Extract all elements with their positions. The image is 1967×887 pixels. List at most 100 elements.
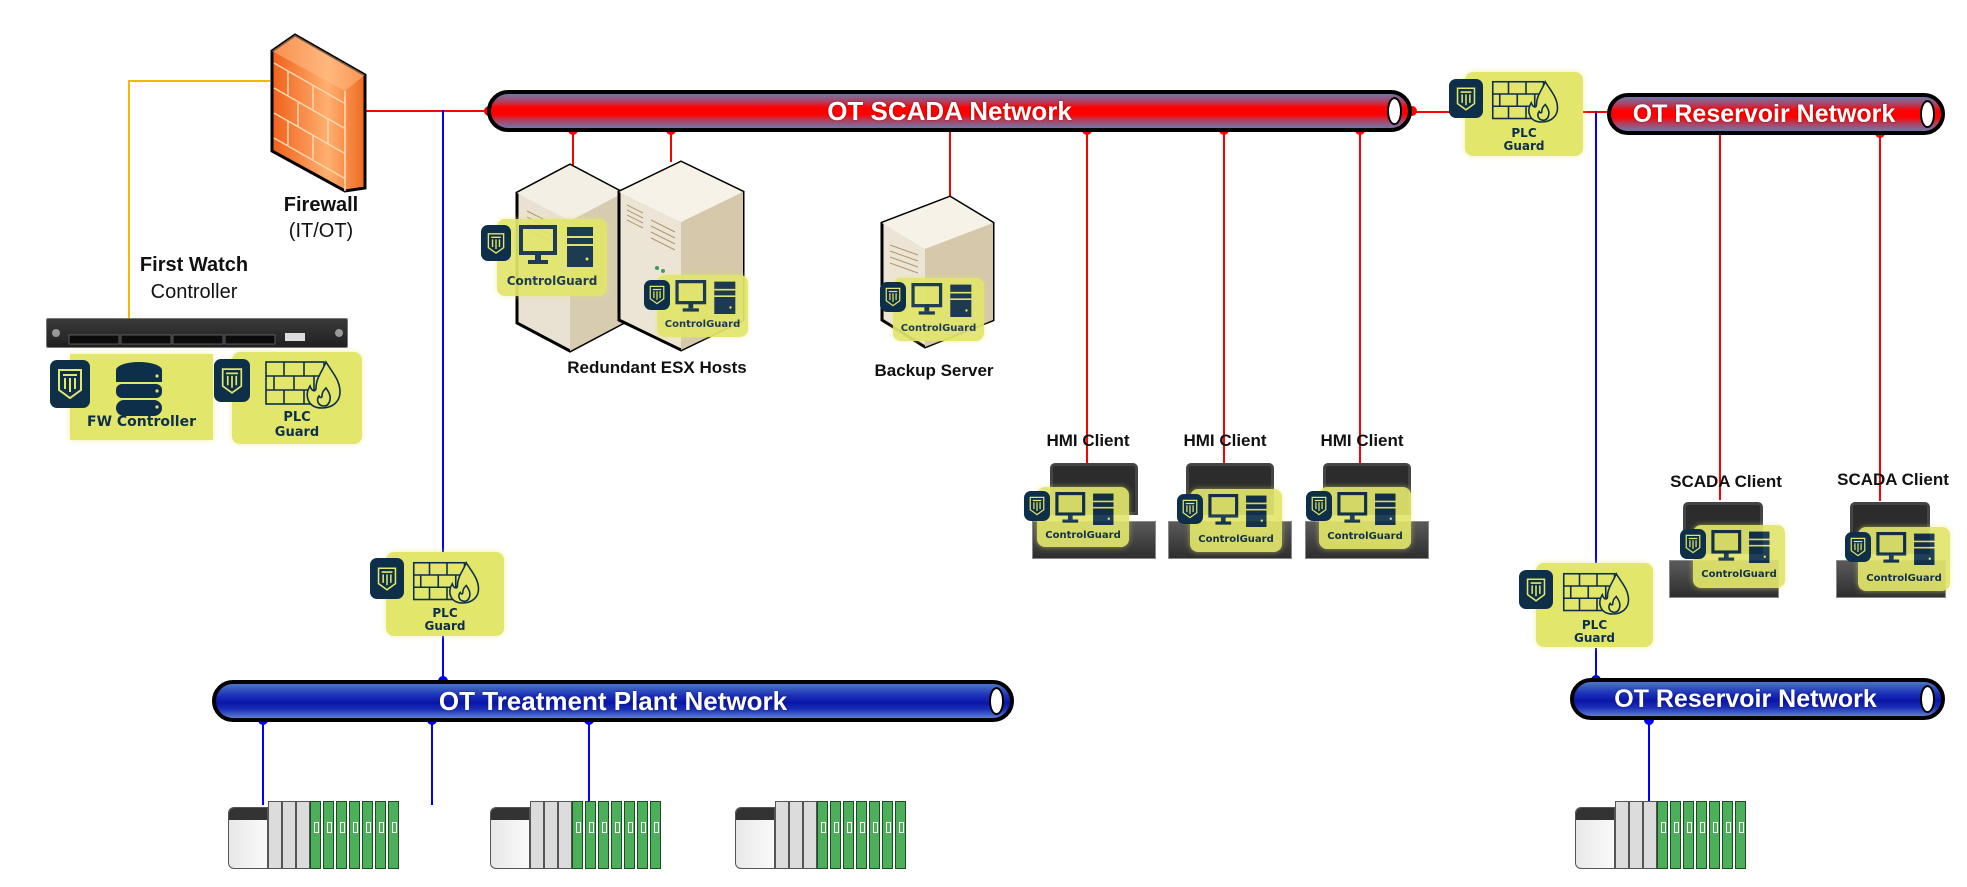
- plc3-link: [588, 720, 590, 805]
- fw-controller-badge[interactable]: FW Controller: [70, 354, 213, 440]
- computer-icon: [675, 280, 736, 314]
- controlguard-badge-hmi1[interactable]: ControlGuard: [1037, 487, 1129, 547]
- computer-icon: [911, 283, 972, 317]
- ot-scada-network-label: OT SCADA Network: [827, 95, 1072, 126]
- plc-rack-1[interactable]: [228, 797, 411, 872]
- computer-icon: [1876, 532, 1935, 565]
- ot-reservoir-network-top-pipe[interactable]: OT Reservoir Network: [1607, 93, 1945, 135]
- plc-power-supply: [1575, 807, 1615, 869]
- plc-io-module: [1696, 801, 1707, 869]
- controlguard-badge-esx2[interactable]: ControlGuard: [657, 275, 748, 337]
- backup-server-label: Backup Server: [874, 361, 994, 380]
- backup-link: [949, 128, 951, 198]
- shield-logo-icon: [1024, 491, 1050, 521]
- plc-rack-4[interactable]: [1575, 797, 1758, 872]
- firewall-icon: [270, 33, 367, 193]
- plc-io-module: [624, 801, 635, 869]
- shield-logo-icon: [1177, 494, 1203, 524]
- firewall-flame-icon: [265, 360, 341, 409]
- plc-guard-label-line2: Guard: [424, 619, 466, 633]
- it-link-horizontal: [128, 80, 270, 82]
- ot-reservoir-network-bottom-pipe[interactable]: OT Reservoir Network: [1570, 678, 1945, 720]
- controlguard-label: ControlGuard: [1866, 573, 1942, 584]
- treatment-uplink: [442, 110, 444, 680]
- plc-io-module: [650, 801, 661, 869]
- firewall-flame-icon: [412, 560, 480, 604]
- plc-guard-badge-fw[interactable]: PLC Guard: [232, 352, 362, 444]
- computer-icon: [1711, 530, 1770, 563]
- firewall-title: Firewall: [283, 194, 359, 216]
- shield-logo-icon: [1306, 491, 1332, 521]
- ot-scada-network-pipe[interactable]: OT SCADA Network: [487, 90, 1412, 132]
- plc-power-supply: [490, 807, 530, 869]
- plc-io-module: [1709, 801, 1720, 869]
- scada-plcguard-link: [1410, 111, 1465, 113]
- plc-cpu-module: [282, 801, 296, 869]
- plc4-dot: [1644, 715, 1654, 725]
- controlguard-label: ControlGuard: [664, 319, 741, 330]
- plc-io-module: [362, 801, 373, 869]
- plc-guard-label-line2: Guard: [1574, 631, 1615, 645]
- plc-rack-3[interactable]: [735, 797, 918, 872]
- plc-io-module: [1657, 801, 1668, 869]
- plc-cpu-module: [775, 801, 789, 869]
- plc-guard-badge-scada-reservoir[interactable]: PLC Guard: [1465, 72, 1583, 156]
- plc-io-module: [349, 801, 360, 869]
- plc-io-module: [637, 801, 648, 869]
- plc-cpu-module: [789, 801, 803, 869]
- computer-icon: [1055, 492, 1114, 525]
- shield-logo-icon: [370, 558, 404, 599]
- first-watch-title: First Watch: [139, 254, 249, 276]
- plc-cpu-module: [268, 801, 282, 869]
- plc-io-module: [882, 801, 893, 869]
- plc-cpu-module: [558, 801, 572, 869]
- hmi1-link: [1086, 130, 1088, 465]
- plc-guard-label-line1: PLC: [432, 606, 458, 620]
- plc-io-module: [1722, 801, 1733, 869]
- first-watch-subtitle: Controller: [150, 281, 238, 303]
- controlguard-badge-backup[interactable]: ControlGuard: [893, 278, 984, 341]
- controlguard-label: ControlGuard: [1198, 534, 1274, 545]
- computer-icon: [1208, 494, 1267, 527]
- hmi-client-label-2: HMI Client: [1183, 431, 1267, 450]
- controlguard-badge-hmi2[interactable]: ControlGuard: [1190, 489, 1282, 552]
- plc-guard-label-line2: Guard: [1503, 139, 1545, 153]
- plc-io-module: [585, 801, 596, 869]
- plc-io-module: [336, 801, 347, 869]
- scada-client2-link: [1879, 133, 1881, 501]
- plc-io-module: [843, 801, 854, 869]
- plc-cpu-module: [530, 801, 544, 869]
- it-link-vertical: [128, 80, 130, 318]
- ot-treatment-plant-network-pipe[interactable]: OT Treatment Plant Network: [212, 680, 1014, 722]
- plc-guard-badge-treatment[interactable]: PLC Guard: [386, 552, 504, 636]
- plc-power-supply: [228, 807, 268, 869]
- firewall-device[interactable]: [268, 33, 368, 193]
- plc2-link: [431, 720, 433, 805]
- plc-guard-label-line1: PLC: [283, 410, 311, 425]
- plc-guard-label-line2: Guard: [274, 425, 320, 440]
- shield-logo-icon: [50, 360, 90, 408]
- controlguard-badge-hmi3[interactable]: ControlGuard: [1319, 487, 1411, 549]
- esx-hosts-label: Redundant ESX Hosts: [567, 358, 747, 377]
- scada-client-label-1: SCADA Client: [1670, 472, 1782, 491]
- hmi-client-label-3: HMI Client: [1320, 431, 1404, 450]
- first-watch-server-rack[interactable]: [46, 318, 348, 348]
- controlguard-label: ControlGuard: [1701, 569, 1777, 580]
- plc-io-module: [830, 801, 841, 869]
- controlguard-badge-esx1[interactable]: ControlGuard: [497, 219, 607, 296]
- pipe-end-cap: [1387, 97, 1402, 125]
- plc-cpu-module: [1643, 801, 1657, 869]
- plc-io-module: [869, 801, 880, 869]
- controlguard-badge-scada1[interactable]: ControlGuard: [1693, 525, 1785, 588]
- plc-guard-badge-reservoir[interactable]: PLC Guard: [1536, 563, 1653, 647]
- pipe-end-cap: [1920, 100, 1935, 128]
- pipe-end-cap: [989, 687, 1004, 715]
- shield-logo-icon: [1680, 529, 1706, 559]
- plc-cpu-module: [803, 801, 817, 869]
- plc-io-module: [895, 801, 906, 869]
- plc-io-module: [310, 801, 321, 869]
- plc-rack-2[interactable]: [490, 797, 673, 872]
- reservoir-uplink: [1595, 111, 1597, 563]
- controlguard-badge-scada2[interactable]: ControlGuard: [1858, 527, 1950, 591]
- ot-reservoir-network-top-label: OT Reservoir Network: [1632, 99, 1896, 128]
